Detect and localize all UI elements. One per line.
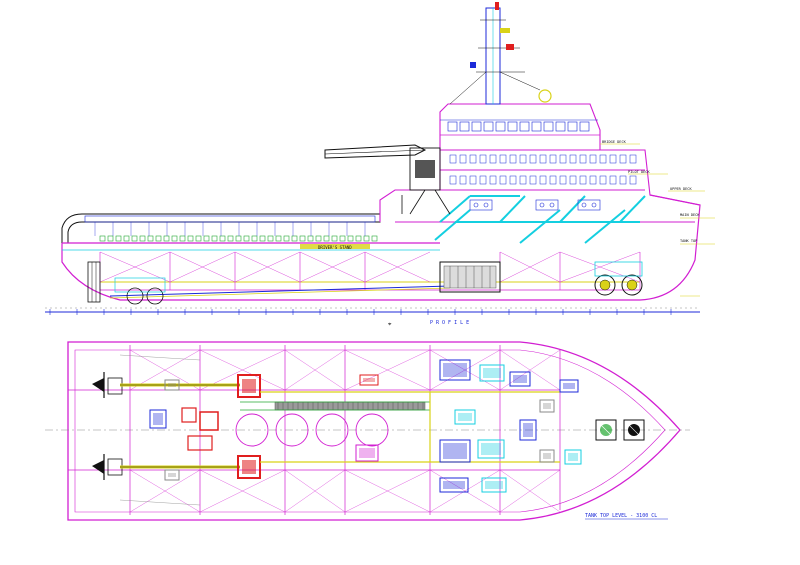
propellers bbox=[92, 372, 123, 480]
plan-title: TANK TOP LEVEL - 3100 CL bbox=[585, 513, 657, 519]
main-deck-label: DRIVER'S STAND bbox=[318, 245, 352, 250]
plan-compartments bbox=[129, 345, 561, 515]
aft-hatching bbox=[119, 354, 201, 506]
plan-equipment bbox=[149, 359, 582, 493]
shaft-line bbox=[109, 285, 451, 297]
frame-ticks bbox=[49, 309, 672, 315]
profile-compartments bbox=[99, 251, 641, 290]
portholes bbox=[469, 199, 601, 211]
round-tanks bbox=[235, 413, 389, 447]
deck-rails bbox=[94, 222, 378, 242]
mast bbox=[449, 2, 552, 105]
pipe-lines bbox=[260, 391, 560, 463]
wheelhouse bbox=[439, 103, 601, 150]
level-annotations: BRIDGE DECK PILOT DECK UPPER DECK MAIN D… bbox=[602, 140, 700, 243]
wheelhouse-windows bbox=[447, 121, 590, 132]
gearboxes bbox=[181, 374, 261, 479]
svg-text:TANK TOP: TANK TOP bbox=[680, 239, 697, 243]
superstructure-braces bbox=[434, 195, 646, 244]
centerline-mark: ⌖ bbox=[388, 321, 392, 328]
svg-text:MAIN DECK: MAIN DECK bbox=[680, 213, 700, 217]
fwd-thrusters bbox=[595, 419, 645, 441]
hull-outline bbox=[61, 194, 701, 301]
profile-view: DRIVER'S STAND bbox=[45, 2, 715, 328]
side-windows bbox=[449, 154, 637, 185]
deck-crane bbox=[324, 144, 451, 215]
stern-gear bbox=[87, 261, 166, 305]
svg-text:PILOT DECK: PILOT DECK bbox=[628, 170, 650, 174]
deck-yellow-band bbox=[300, 244, 370, 249]
main-engine-profile bbox=[439, 261, 501, 293]
profile-title: P R O F I L E bbox=[430, 320, 469, 326]
plan-view: TANK TOP LEVEL - 3100 CL bbox=[45, 341, 690, 521]
svg-text:UPPER DECK: UPPER DECK bbox=[670, 187, 692, 191]
svg-text:BRIDGE DECK: BRIDGE DECK bbox=[602, 140, 627, 144]
plan-hull-outline bbox=[67, 341, 681, 521]
bow-thrusters bbox=[594, 261, 643, 296]
pipe-rack bbox=[274, 401, 426, 411]
